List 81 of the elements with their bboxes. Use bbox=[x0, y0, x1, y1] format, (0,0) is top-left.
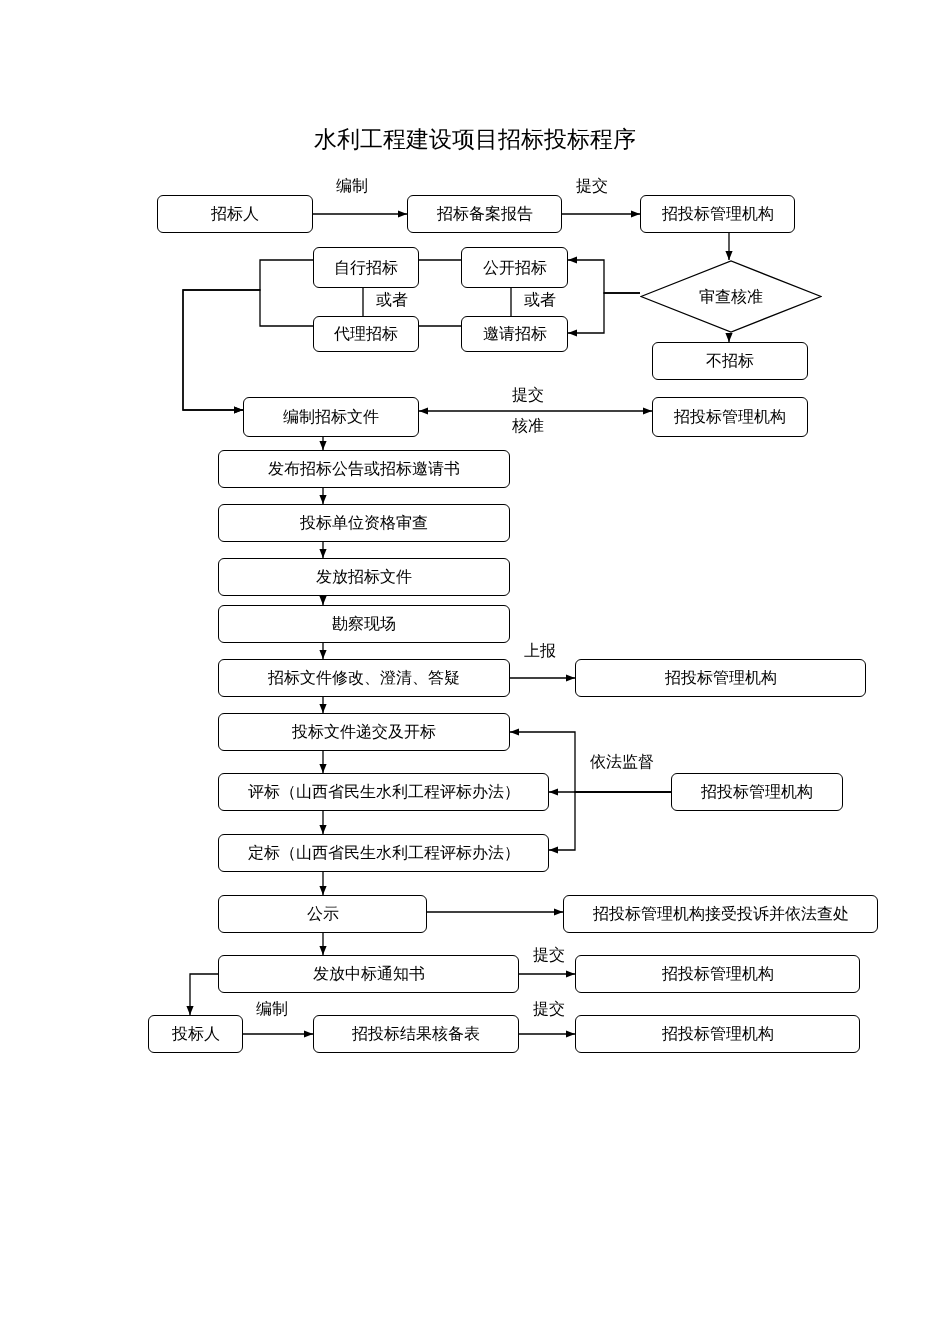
node-label: 招标文件修改、澄清、答疑 bbox=[268, 668, 460, 688]
process-box bbox=[218, 895, 427, 933]
process-box bbox=[218, 773, 549, 811]
arrow bbox=[725, 332, 733, 343]
node-label: 编制招标文件 bbox=[283, 407, 379, 427]
decision-diamond bbox=[640, 260, 822, 333]
arrow bbox=[518, 970, 576, 978]
node-label: 发布招标公告或招标邀请书 bbox=[268, 459, 460, 479]
arrow bbox=[319, 595, 327, 606]
process-box bbox=[575, 955, 860, 993]
node-label: 不招标 bbox=[706, 351, 754, 371]
arrow bbox=[312, 210, 408, 218]
arrow bbox=[567, 292, 641, 337]
arrow bbox=[725, 232, 733, 261]
node-label: 招投标管理机构 bbox=[664, 668, 777, 688]
node-label: 招标备案报告 bbox=[436, 204, 533, 224]
node-label: 招投标管理机构 bbox=[661, 964, 774, 984]
arrow bbox=[186, 973, 219, 1016]
process-box bbox=[218, 558, 510, 596]
process-box bbox=[218, 659, 510, 697]
process-box bbox=[575, 659, 866, 697]
node-label: 投标人 bbox=[171, 1024, 220, 1044]
arrow bbox=[319, 810, 327, 835]
process-box bbox=[652, 342, 808, 380]
node-label: 招投标管理机构接受投诉并依法查处 bbox=[592, 904, 849, 924]
node-label: 招投标结果核备表 bbox=[352, 1024, 480, 1044]
process-box bbox=[218, 504, 510, 542]
arrow bbox=[418, 407, 653, 415]
arrow bbox=[182, 289, 314, 414]
arrow bbox=[319, 436, 327, 451]
node-label: 邀请招标 bbox=[482, 324, 547, 344]
diagram-title: 水利工程建设项目招标投标程序 bbox=[313, 125, 637, 154]
process-box bbox=[218, 955, 519, 993]
process-box bbox=[218, 450, 510, 488]
node-label: 审查核准 bbox=[699, 286, 763, 307]
node-label: 招标人 bbox=[211, 204, 259, 224]
arrow bbox=[319, 932, 327, 956]
process-box bbox=[640, 195, 795, 233]
node-label: 公开招标 bbox=[482, 257, 547, 278]
arrow bbox=[242, 1030, 314, 1038]
process-box bbox=[313, 1015, 519, 1053]
arrow bbox=[319, 642, 327, 660]
process-box bbox=[243, 397, 419, 437]
arrow bbox=[509, 674, 576, 682]
process-box bbox=[313, 316, 419, 352]
process-box bbox=[563, 895, 878, 933]
node-label: 招投标管理机构 bbox=[661, 1024, 774, 1044]
node-label: 发放中标通知书 bbox=[312, 964, 425, 984]
node-label: 评标（山西省民生水利工程评标办法） bbox=[247, 782, 520, 802]
process-box bbox=[461, 316, 568, 352]
arrow bbox=[561, 210, 641, 218]
arrow bbox=[319, 487, 327, 505]
arrow bbox=[548, 791, 672, 854]
node-label: 勘察现场 bbox=[332, 614, 396, 634]
node-label: 招投标管理机构 bbox=[661, 204, 774, 224]
node-label: 定标（山西省民生水利工程评标办法） bbox=[247, 843, 520, 863]
process-box bbox=[218, 605, 510, 643]
arrow bbox=[518, 1030, 576, 1038]
process-box bbox=[461, 247, 568, 288]
process-box bbox=[671, 773, 843, 811]
process-box bbox=[575, 1015, 860, 1053]
node-label: 代理招标 bbox=[334, 324, 398, 344]
process-box bbox=[407, 195, 562, 233]
node-label: 自行招标 bbox=[334, 257, 398, 278]
process-box bbox=[148, 1015, 243, 1053]
process-box bbox=[157, 195, 313, 233]
process-box bbox=[218, 713, 510, 751]
node-label: 发放招标文件 bbox=[316, 567, 412, 587]
arrow bbox=[319, 750, 327, 774]
node-label: 公示 bbox=[306, 904, 339, 924]
node-label: 招投标管理机构 bbox=[674, 407, 786, 427]
node-label: 投标文件递交及开标 bbox=[292, 722, 436, 742]
process-box bbox=[652, 397, 808, 437]
process-box bbox=[313, 247, 419, 288]
arrow bbox=[319, 871, 327, 896]
node-label: 投标单位资格审查 bbox=[300, 513, 428, 533]
arrow bbox=[319, 541, 327, 559]
process-box bbox=[218, 834, 549, 872]
node-label: 招投标管理机构 bbox=[701, 782, 813, 802]
arrow bbox=[319, 696, 327, 714]
arrow bbox=[426, 908, 564, 916]
